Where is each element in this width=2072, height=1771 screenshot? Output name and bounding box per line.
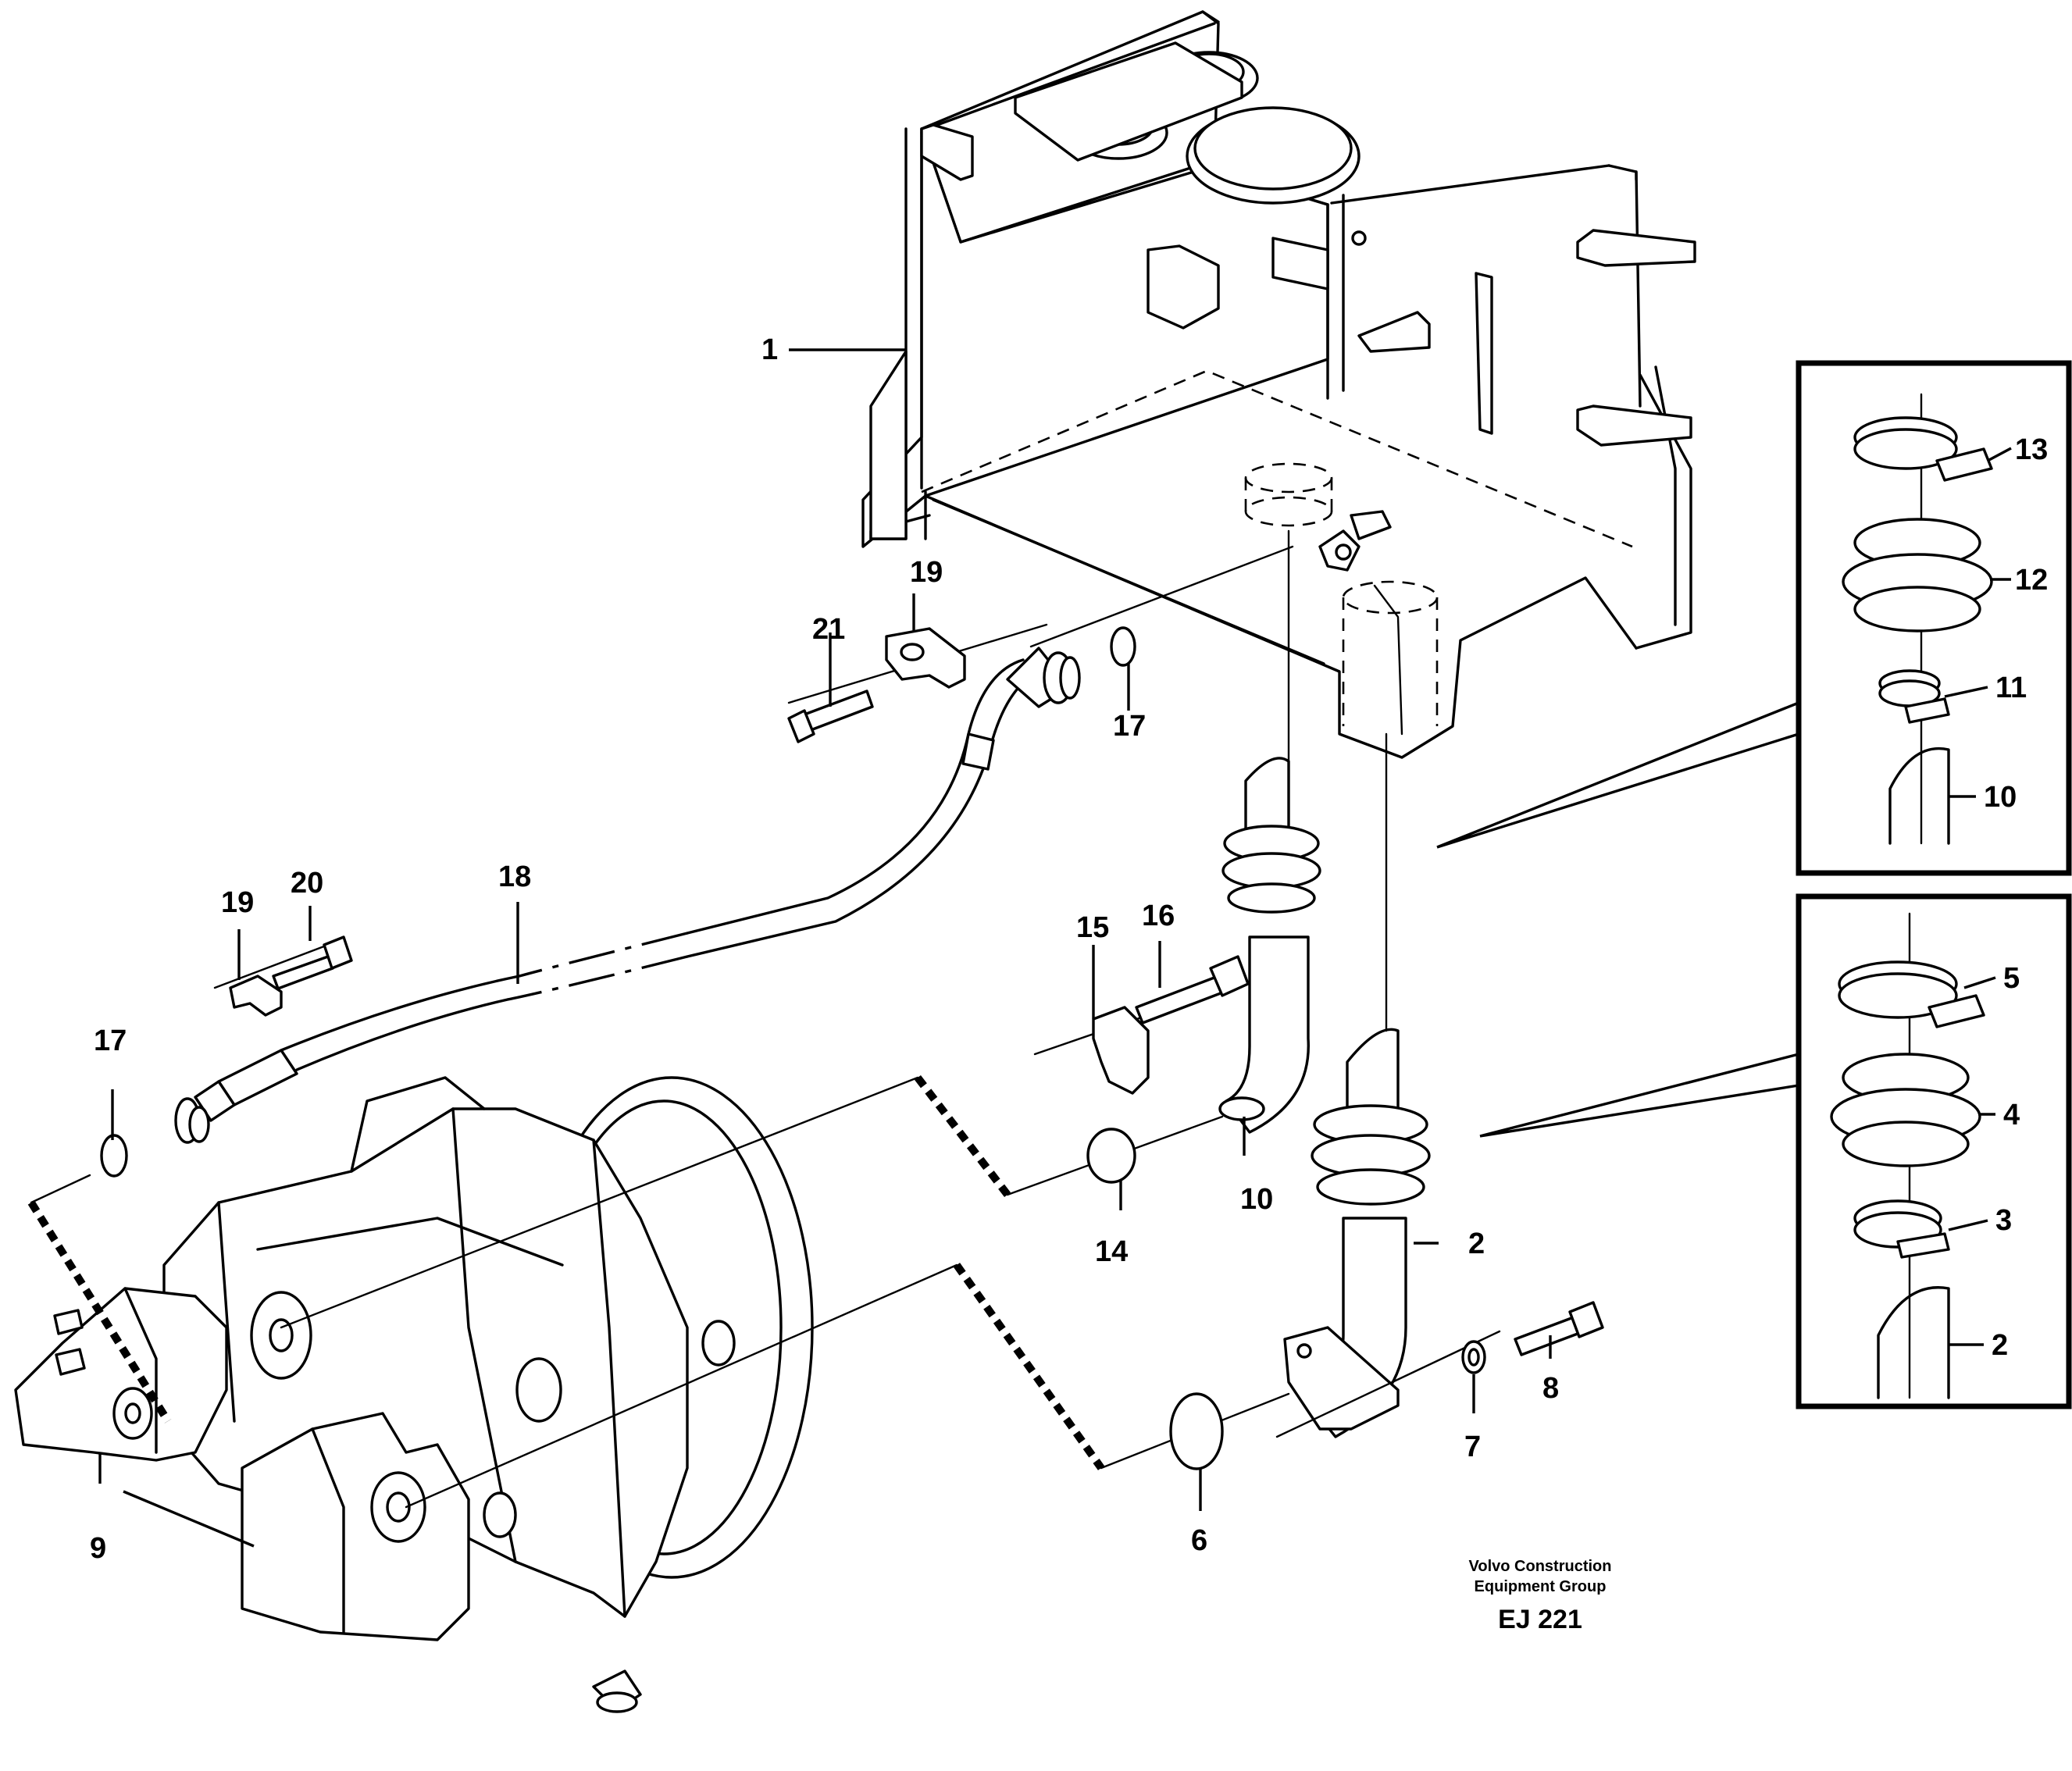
detail-pointer-upper — [1436, 701, 1799, 849]
callout-18: 18 — [498, 861, 531, 893]
connection-line — [915, 1074, 1011, 1198]
suction-pipe-2 — [1283, 1028, 1431, 1438]
flange-half-15 — [1092, 955, 1250, 1095]
callout-19-upper: 19 — [910, 556, 943, 589]
callout-17-lower: 17 — [94, 1024, 127, 1057]
o-ring-17-lower — [100, 1134, 128, 1178]
callout-16: 16 — [1142, 900, 1175, 932]
brand-line-2: Equipment Group — [1475, 1578, 1607, 1595]
callout-6: 6 — [1191, 1524, 1207, 1557]
callout-3: 3 — [1995, 1204, 2012, 1237]
bolt-8 — [1514, 1301, 1604, 1356]
detail-box-upper — [1796, 360, 2072, 876]
callout-2: 2 — [1468, 1228, 1485, 1260]
callout-2-detail: 2 — [1992, 1329, 2008, 1362]
hydraulic-tank — [861, 10, 1696, 759]
detail-box-lower — [1796, 893, 2072, 1409]
callout-7: 7 — [1464, 1431, 1481, 1463]
tank-outlet-stubs — [1244, 462, 1439, 736]
callout-21: 21 — [812, 613, 845, 646]
o-ring-14 — [1086, 1128, 1136, 1184]
connection-line — [953, 1263, 1105, 1470]
suction-pipe-10 — [1218, 757, 1321, 1134]
callout-19-lower: 19 — [221, 886, 254, 919]
o-ring-6 — [1169, 1392, 1224, 1470]
callout-10: 10 — [1240, 1183, 1273, 1216]
callout-13: 13 — [2015, 433, 2048, 466]
hydraulic-pump — [14, 1076, 814, 1713]
callout-11: 11 — [1995, 672, 2027, 704]
callout-12: 12 — [2015, 564, 2048, 597]
callout-8: 8 — [1542, 1372, 1559, 1405]
o-ring-17-upper — [1110, 626, 1136, 667]
washer-7 — [1461, 1340, 1486, 1374]
callout-5: 5 — [2003, 962, 2020, 995]
connection-line — [27, 1200, 172, 1424]
callout-20: 20 — [291, 867, 323, 900]
flange-half-19-upper — [885, 627, 966, 689]
callout-9: 9 — [90, 1532, 106, 1565]
brand-line-1: Volvo Construction — [1469, 1558, 1612, 1575]
callout-10-detail: 10 — [1984, 781, 2017, 814]
callout-4: 4 — [2003, 1099, 2020, 1131]
callout-15: 15 — [1076, 911, 1109, 944]
flange-half-19-lower — [229, 935, 353, 1017]
detail-pointer-lower — [1479, 1053, 1799, 1138]
callout-17-upper: 17 — [1113, 710, 1146, 743]
hose-assembly — [174, 647, 1081, 1144]
callout-14: 14 — [1095, 1235, 1128, 1268]
bolt-21 — [787, 690, 874, 743]
callout-1: 1 — [761, 333, 778, 366]
drawing-code: EJ 221 — [1498, 1605, 1582, 1634]
